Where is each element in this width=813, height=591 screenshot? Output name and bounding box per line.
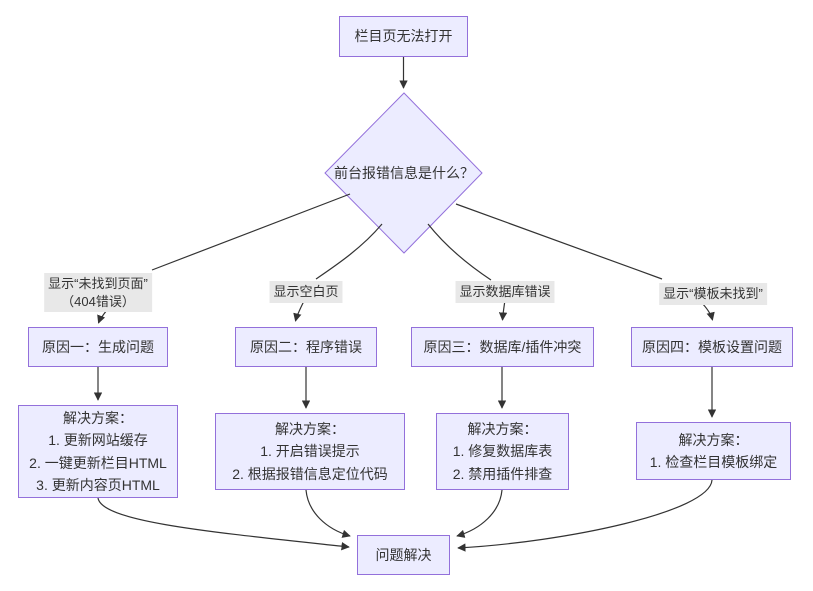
edge-label-branch-1-line-1: 显示“未找到页面” [48, 276, 148, 291]
edge-label-2-to-cause-2 [293, 300, 305, 322]
solution-3-line: 2. 禁用插件排查 [452, 465, 553, 482]
solution-1-line: 3. 更新内容页HTML [36, 476, 160, 493]
edge-label-branch-1-line-2: （404错误） [61, 293, 135, 309]
edge-decision-to-label-3 [427, 223, 492, 281]
solution-4-line: 解决方案： [678, 431, 749, 448]
cause-node-2: 原因二：程序错误 [235, 327, 377, 367]
edge-solution-3-to-end [456, 489, 503, 538]
edge-decision-to-label-2 [315, 223, 383, 280]
edge-decision-to-label-4 [455, 203, 663, 280]
solution-1-line: 2. 一键更新栏目HTML [29, 454, 167, 471]
cause-node-3: 原因三：数据库/插件冲突 [411, 327, 594, 367]
solution-node-3: 解决方案： 1. 修复数据库表 2. 禁用插件排查 [436, 413, 569, 490]
edge-label-branch-1: 显示“未找到页面” （404错误） [44, 273, 152, 313]
solution-4-line: 1. 检查栏目模板绑定 [649, 454, 778, 470]
cause-node-1: 原因一：生成问题 [28, 327, 168, 367]
solution-3-line: 1. 修复数据库表 [452, 443, 553, 460]
solution-node-1: 解决方案： 1. 更新网站缓存 2. 一键更新栏目HTML 3. 更新内容页HT… [18, 405, 178, 498]
edge-solution-1-to-end [97, 497, 350, 551]
decision-diamond-shape [324, 92, 483, 254]
edge-label-branch-3: 显示数据库错误 [455, 281, 555, 303]
edge-solution-4-to-end [457, 479, 713, 552]
solution-2-line: 1. 开启错误提示 [260, 443, 360, 460]
solution-node-2: 解决方案： 1. 开启错误提示 2. 根据报错信息定位代码 [215, 413, 405, 490]
solution-1-line: 解决方案： [63, 409, 133, 426]
edge-decision-to-label-1 [151, 193, 351, 271]
cause-node-4: 原因四：模板设置问题 [631, 327, 793, 367]
solution-2-line: 2. 根据报错信息定位代码 [232, 465, 388, 482]
decision-node-label: 前台报错信息是什么？ [334, 165, 474, 181]
start-node: 栏目页无法打开 [339, 16, 468, 57]
edge-solution-2-to-end [305, 489, 351, 538]
solution-1-line: 1. 更新网站缓存 [48, 432, 148, 449]
solution-2-line: 解决方案： [275, 420, 345, 437]
edge-label-branch-2: 显示空白页 [269, 281, 343, 303]
edge-label-branch-4: 显示“模板未找到” [659, 283, 767, 305]
end-node: 问题解决 [357, 535, 450, 575]
edge-label-3-to-cause-3 [498, 299, 508, 321]
solution-node-4: 解决方案： 1. 检查栏目模板绑定 [636, 422, 791, 480]
solution-3-line: 解决方案： [467, 420, 538, 437]
